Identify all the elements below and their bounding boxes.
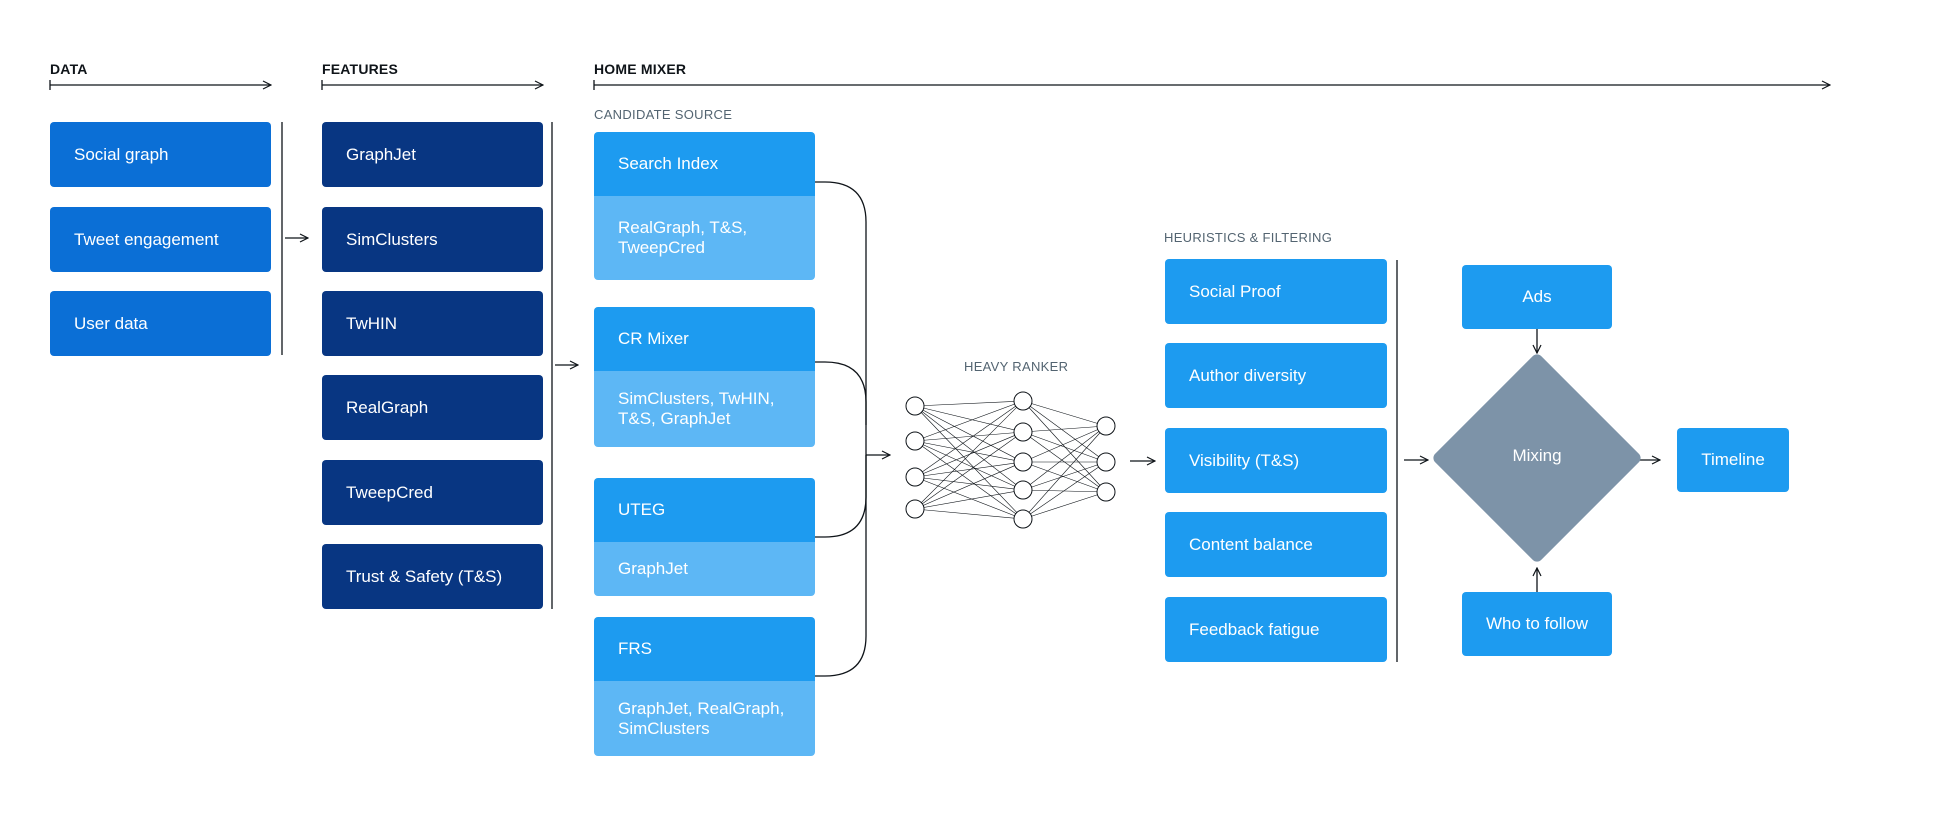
heuristic-box-feedback-fatigue: Feedback fatigue (1165, 597, 1387, 662)
timeline-box: Timeline (1677, 428, 1789, 492)
candidate-source-search-index: Search Index RealGraph, T&S, TweepCred (594, 132, 815, 280)
section-header-home-mixer: HOME MIXER (594, 61, 687, 77)
feature-box-simclusters: SimClusters (322, 207, 543, 272)
data-box-user-data: User data (50, 291, 271, 356)
candidate-source-uteg: UTEG GraphJet (594, 478, 815, 596)
feature-box-twhin: TwHIN (322, 291, 543, 356)
candidate-source-name: CR Mixer (594, 307, 815, 371)
section-header-data: DATA (50, 61, 88, 77)
subheader-candidate-source: CANDIDATE SOURCE (594, 107, 733, 122)
candidate-source-name: UTEG (594, 478, 815, 542)
who-to-follow-box: Who to follow (1462, 592, 1612, 656)
candidate-source-name: FRS (594, 617, 815, 681)
heuristic-box-author-diversity: Author diversity (1165, 343, 1387, 408)
feature-box-realgraph: RealGraph (322, 375, 543, 440)
data-box-tweet-engagement: Tweet engagement (50, 207, 271, 272)
candidate-source-inputs: SimClusters, TwHIN, T&S, GraphJet (594, 371, 815, 447)
data-box-social-graph: Social graph (50, 122, 271, 187)
heuristic-box-visibility: Visibility (T&S) (1165, 428, 1387, 493)
neural-network-icon (914, 400, 1107, 520)
candidate-source-name: Search Index (594, 132, 815, 196)
subheader-heuristics-filtering: HEURISTICS & FILTERING (1164, 230, 1333, 245)
candidate-source-inputs: GraphJet (594, 542, 815, 596)
section-header-features: FEATURES (322, 61, 399, 77)
candidate-source-frs: FRS GraphJet, RealGraph, SimClusters (594, 617, 815, 756)
candidate-source-inputs: RealGraph, T&S, TweepCred (594, 196, 815, 280)
candidate-source-cr-mixer: CR Mixer SimClusters, TwHIN, T&S, GraphJ… (594, 307, 815, 447)
feature-box-graphjet: GraphJet (322, 122, 543, 187)
feature-box-tweepcred: TweepCred (322, 460, 543, 525)
heuristic-box-social-proof: Social Proof (1165, 259, 1387, 324)
feature-box-trust-safety: Trust & Safety (T&S) (322, 544, 543, 609)
heuristic-box-content-balance: Content balance (1165, 512, 1387, 577)
mixing-label: Mixing (1512, 446, 1562, 465)
subheader-heavy-ranker: HEAVY RANKER (964, 359, 1069, 374)
ads-box: Ads (1462, 265, 1612, 329)
candidate-source-inputs: GraphJet, RealGraph, SimClusters (594, 681, 815, 756)
